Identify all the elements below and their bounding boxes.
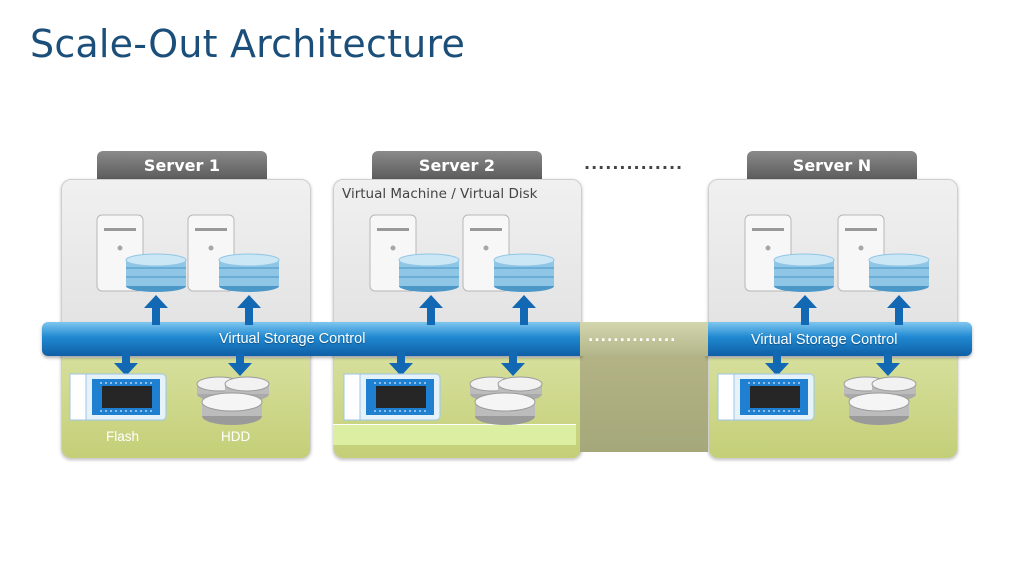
virtual-storage-control-label-2: Virtual Storage Control [751,332,898,348]
disk-stack-icon [493,253,555,292]
disk-stack-icon [218,253,280,292]
hdd-label: HDD [221,429,251,444]
vm-caption: Virtual Machine / Virtual Disk [342,186,538,202]
virtual-storage-bus-left [42,322,582,356]
up-arrow-icon [793,295,817,325]
up-arrow-icon [144,295,168,325]
server-2-highlight-bar [333,424,576,445]
down-arrow-icon [765,352,789,376]
flash-chip-icon [69,373,167,421]
hdd-platter-icon [843,376,917,425]
hdd-platter-icon [196,376,270,425]
slide-title: Scale-Out Architecture [30,22,466,66]
flash-label: Flash [106,429,140,444]
server-2-label: Server 2 [372,151,542,181]
disk-stack-icon [125,253,187,292]
virtual-storage-bus-right [706,322,972,356]
hdd-platter-icon [469,376,543,425]
disk-stack-icon [398,253,460,292]
server-n-label: Server N [747,151,917,181]
bus-ellipsis: .............. [588,329,677,345]
storage-band-gap [580,356,708,452]
up-arrow-icon [512,295,536,325]
down-arrow-icon [501,352,525,376]
virtual-storage-control-label-1: Virtual Storage Control [219,331,366,347]
down-arrow-icon [228,352,252,376]
up-arrow-icon [419,295,443,325]
bus-gap [580,322,708,356]
flash-chip-icon [717,373,815,421]
down-arrow-icon [389,352,413,376]
down-arrow-icon [876,352,900,376]
up-arrow-icon [887,295,911,325]
server-1-label: Server 1 [97,151,267,181]
disk-stack-icon [773,253,835,292]
down-arrow-icon [114,352,138,376]
up-arrow-icon [237,295,261,325]
servers-ellipsis: .............. [584,154,684,173]
flash-chip-icon [343,373,441,421]
disk-stack-icon [868,253,930,292]
